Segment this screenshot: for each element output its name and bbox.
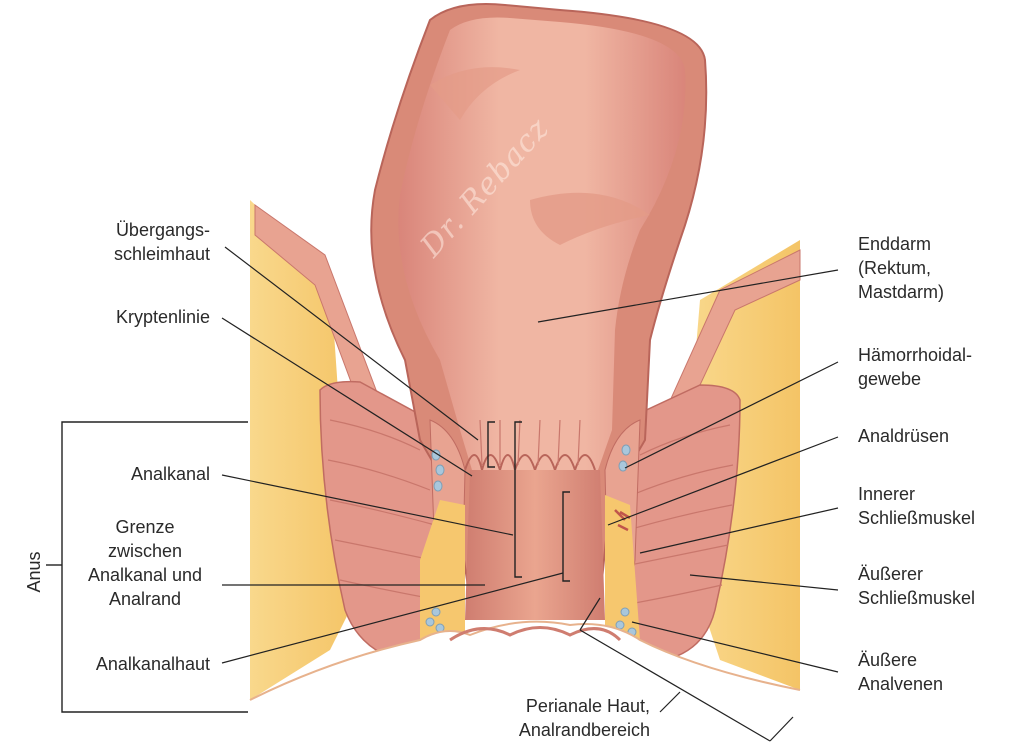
label-analdruesen: Analdrüsen: [858, 424, 1008, 448]
label-innerer-schliessmuskel: Innerer Schließmuskel: [858, 482, 1008, 530]
label-analkanalhaut: Analkanalhaut: [40, 652, 210, 676]
label-grenze: Grenze zwischen Analkanal und Analrand: [70, 515, 220, 611]
label-haemorrhoidalgewebe: Hämorrhoidal- gewebe: [858, 343, 1008, 391]
label-uebergangsschleimhaut: Übergangs- schleimhaut: [40, 218, 210, 266]
label-kryptenlinie: Kryptenlinie: [40, 305, 210, 329]
label-perianale-haut: Perianale Haut, Analrandbereich: [470, 694, 650, 742]
label-enddarm: Enddarm (Rektum, Mastdarm): [858, 232, 1008, 304]
label-aeusserer-schliessmuskel: Äußerer Schließmuskel: [858, 562, 1008, 610]
label-anus: Anus: [24, 532, 48, 612]
label-analkanal: Analkanal: [40, 462, 210, 486]
anal-canal: [465, 470, 605, 620]
label-aeussere-analvenen: Äußere Analvenen: [858, 648, 1008, 696]
